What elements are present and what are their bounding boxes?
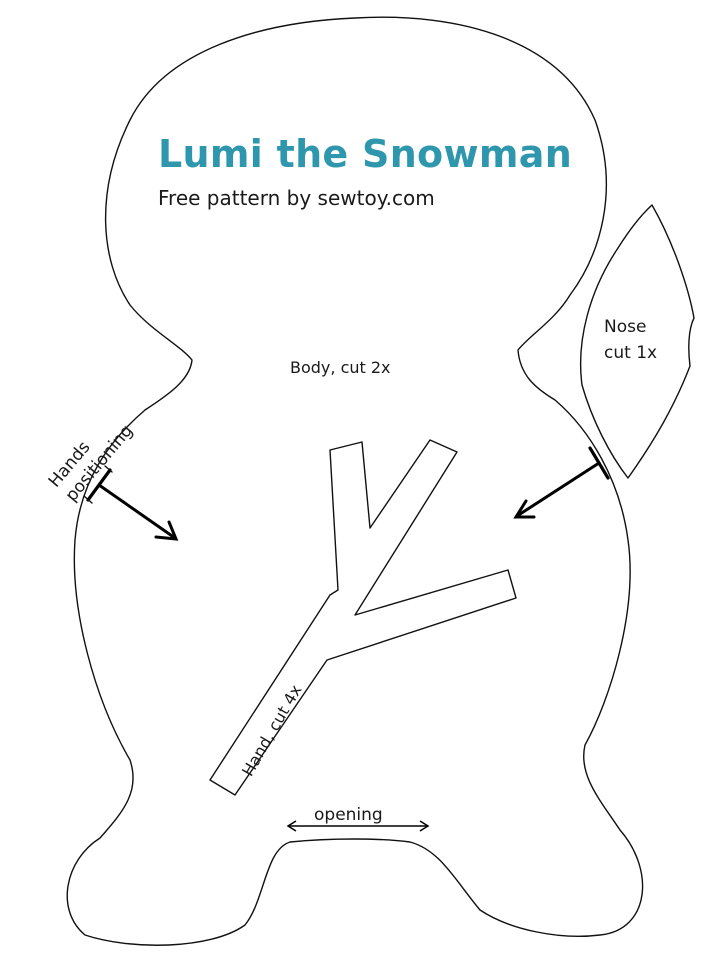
pattern-title: Lumi the Snowman xyxy=(158,132,573,176)
left-tick-bottom xyxy=(83,495,93,504)
body-piece-label: Body, cut 2x xyxy=(290,358,391,377)
nose-piece-label: Nose cut 1x xyxy=(604,314,657,366)
left-tick-top xyxy=(104,465,113,473)
nose-label-line2: cut 1x xyxy=(604,343,658,363)
pattern-subtitle: Free pattern by sewtoy.com xyxy=(158,186,435,210)
left-arrow-head xyxy=(154,520,179,541)
right-arrow-head xyxy=(513,499,536,519)
body-pattern-piece xyxy=(66,16,644,946)
right-position-arrow xyxy=(515,461,601,518)
nose-pattern-piece xyxy=(579,204,695,479)
opening-label: opening xyxy=(314,805,383,825)
left-position-arrow xyxy=(97,483,177,540)
nose-label-line1: Nose xyxy=(604,317,647,337)
opening-arrow-right-head xyxy=(419,820,430,832)
hand-pattern-piece xyxy=(209,439,517,796)
opening-arrow-left-head xyxy=(286,820,297,832)
